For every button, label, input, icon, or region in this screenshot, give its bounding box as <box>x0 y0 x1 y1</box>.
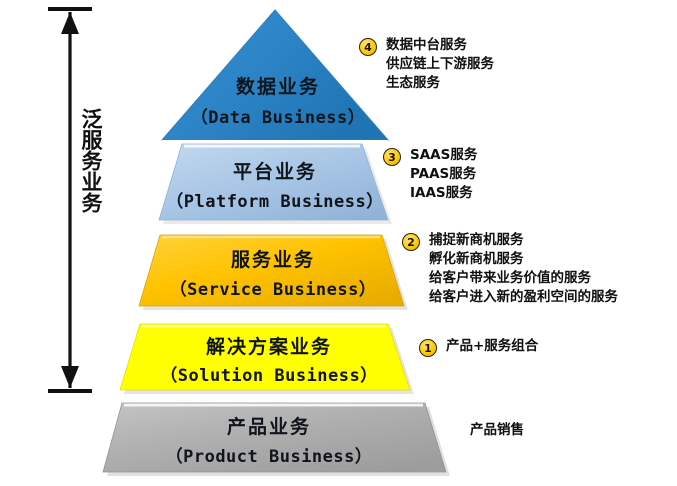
annotation-1-line-1: 产品+服务组合 <box>446 338 539 354</box>
annotation-product-note: 产品销售 <box>470 422 524 438</box>
layer-platform-business[interactable]: 平台业务 （Platform Business） <box>140 142 410 232</box>
layer-service-business[interactable]: 服务业务 （Service Business） <box>128 232 418 318</box>
annotation-2-line-4: 给客户进入新的盈利空间的服务 <box>429 289 618 305</box>
annotation-3-line-2: PAAS服务 <box>410 166 477 182</box>
annotation-4-line-1: 数据中台服务 <box>386 37 467 53</box>
annotation-2-line-1: 捕捉新商机服务 <box>429 232 524 248</box>
scope-arrow-icon <box>48 7 92 393</box>
annotation-1[interactable]: 1 产品+服务组合 <box>419 337 538 357</box>
annotation-3-text: SAAS服务 PAAS服务 IAAS服务 <box>410 146 477 203</box>
annotation-1-badge: 1 <box>419 339 437 357</box>
annotation-2-line-2: 孵化新商机服务 <box>429 251 524 267</box>
annotation-1-text: 产品+服务组合 <box>446 337 538 356</box>
annotation-2-badge: 2 <box>402 233 420 251</box>
annotation-4[interactable]: 4 数据中台服务 供应链上下游服务 生态服务 <box>359 36 494 93</box>
layer-solution-business[interactable]: 解决方案业务 （Solution Business） <box>114 320 424 400</box>
scope-label: 泛服务业务 <box>79 108 104 213</box>
annotation-4-line-3: 生态服务 <box>386 75 440 91</box>
annotation-2[interactable]: 2 捕捉新商机服务 孵化新商机服务 给客户带来业务价值的服务 给客户进入新的盈利… <box>402 231 618 307</box>
annotation-4-text: 数据中台服务 供应链上下游服务 生态服务 <box>386 36 494 93</box>
annotation-3[interactable]: 3 SAAS服务 PAAS服务 IAAS服务 <box>383 146 477 203</box>
annotation-2-line-3: 给客户带来业务价值的服务 <box>429 270 591 286</box>
annotation-2-text: 捕捉新商机服务 孵化新商机服务 给客户带来业务价值的服务 给客户进入新的盈利空间… <box>429 231 618 307</box>
annotation-4-badge: 4 <box>359 38 377 56</box>
annotation-3-line-3: IAAS服务 <box>410 185 473 201</box>
annotation-3-line-1: SAAS服务 <box>410 147 478 163</box>
annotation-3-badge: 3 <box>383 148 401 166</box>
layer-product-business[interactable]: 产品业务 （Product Business） <box>100 398 450 484</box>
annotation-4-line-2: 供应链上下游服务 <box>386 56 494 72</box>
